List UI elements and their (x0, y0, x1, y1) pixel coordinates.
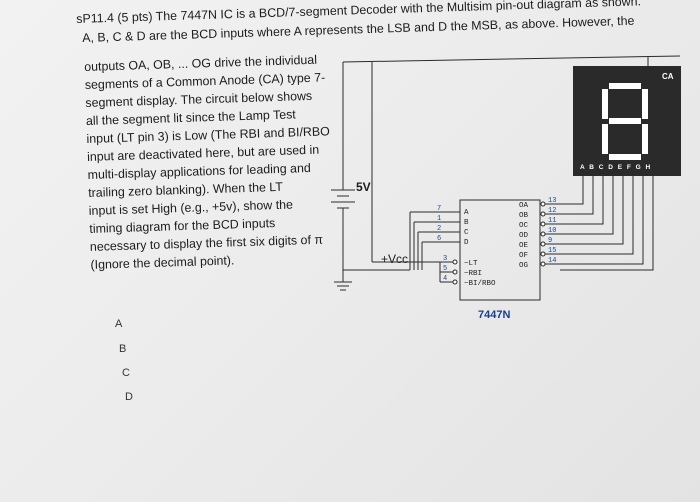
output-name: OC (519, 222, 529, 230)
timing-label-b: B (119, 343, 127, 355)
pin-number: 9 (548, 237, 552, 245)
output-wire (560, 176, 594, 215)
segment-e (602, 124, 608, 154)
pin-number: 2 (437, 225, 441, 233)
pin-dot (452, 279, 458, 285)
output-wire (560, 176, 624, 245)
timing-label-d: D (125, 391, 133, 403)
input-name: B (464, 219, 469, 227)
segment-a (609, 83, 641, 89)
pin-number: 1 (437, 215, 441, 223)
pin-dot (540, 201, 546, 207)
segment-g (609, 118, 641, 124)
output-wire (560, 176, 584, 205)
output-wire (560, 176, 614, 235)
segment-f (602, 89, 608, 119)
output-wire (560, 176, 634, 255)
segment-d (609, 154, 641, 160)
input-name: C (464, 229, 469, 237)
pin-number: 7 (437, 205, 441, 213)
output-name: OG (519, 262, 529, 270)
pin-number: 3 (443, 255, 447, 263)
supply-label: 5V (356, 180, 371, 194)
pin-number: 13 (548, 197, 556, 205)
control-name: ~LT (464, 260, 478, 268)
pin-number: 14 (548, 257, 556, 265)
pin-dot (540, 261, 546, 267)
output-name: OE (519, 242, 529, 250)
display-pin-labels: A B C D E F G H (580, 164, 652, 171)
segment-c (642, 124, 648, 154)
pin-dot (540, 241, 546, 247)
vcc-label: +Vcc (381, 252, 408, 266)
pin-dot (540, 251, 546, 257)
input-name: A (464, 209, 469, 217)
output-name: OA (519, 202, 529, 210)
display-type-label: CA (662, 72, 674, 81)
ic-body (459, 199, 541, 301)
pin-dot (540, 221, 546, 227)
output-name: OD (519, 232, 529, 240)
output-name: OF (519, 252, 528, 260)
control-name: ~RBI (464, 270, 482, 278)
output-wire (560, 176, 644, 265)
pin-number: 6 (437, 235, 441, 243)
output-wire (560, 176, 654, 271)
ic-name-label: 7447N (478, 309, 510, 321)
segment-b (642, 89, 648, 119)
control-name: ~BI/RBO (464, 280, 496, 288)
pin-dot (452, 259, 458, 265)
pin-number: 12 (548, 207, 556, 215)
pin-number: 10 (548, 227, 556, 235)
pin-dot (540, 211, 546, 217)
pin-number: 5 (443, 265, 447, 273)
output-wire (560, 176, 604, 225)
pin-number: 15 (548, 247, 556, 255)
wire-top (342, 55, 681, 63)
output-name: OB (519, 212, 529, 220)
timing-label-c: C (122, 367, 130, 379)
pin-dot (452, 269, 458, 275)
pin-number: 11 (548, 217, 556, 225)
pin-number: 4 (443, 275, 447, 283)
timing-label-a: A (115, 318, 123, 330)
input-name: D (464, 239, 469, 247)
pin-dot (540, 231, 546, 237)
